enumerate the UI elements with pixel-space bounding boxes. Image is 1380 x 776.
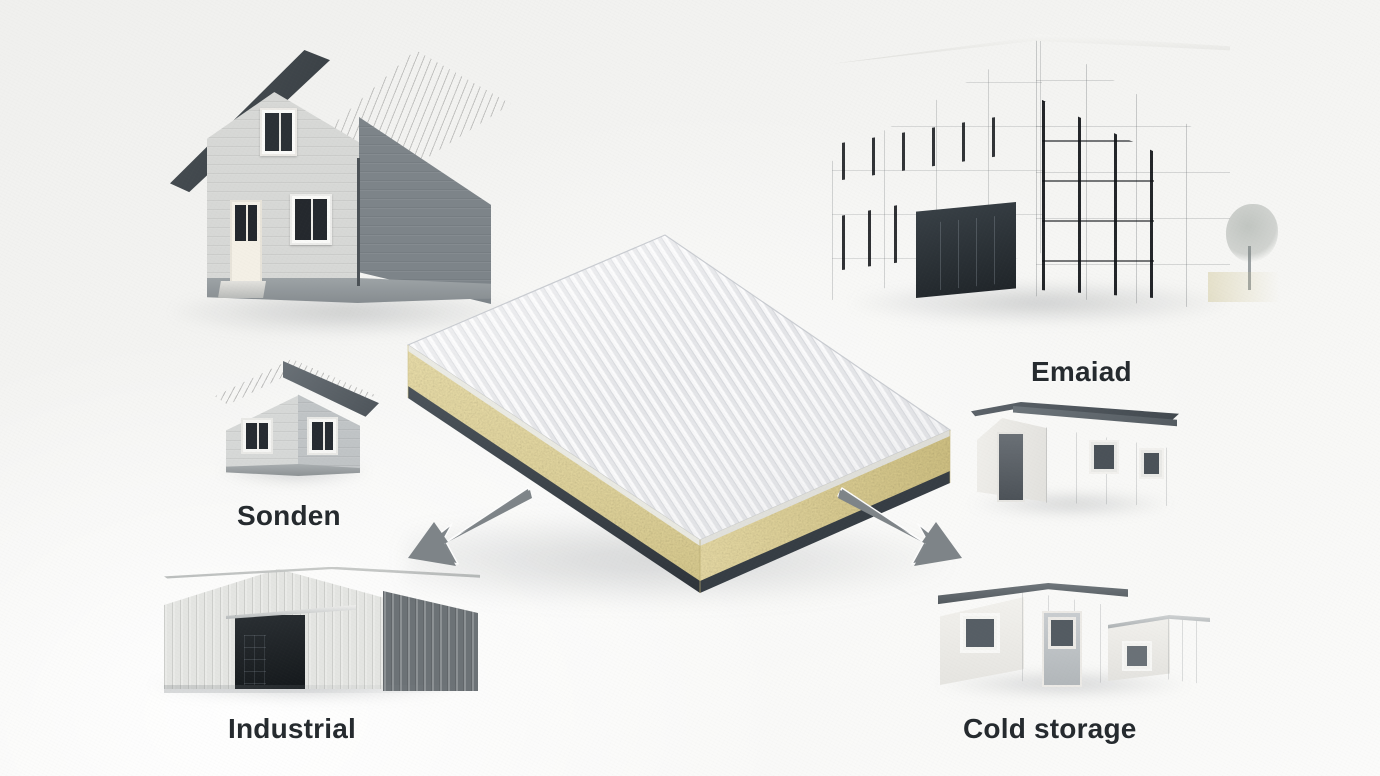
warehouse-ground-line [164, 685, 478, 693]
modular-cabin-window-2 [1139, 448, 1164, 479]
warehouse-door-opening [235, 615, 305, 689]
commercial-entrance [916, 202, 1016, 298]
small-cabin [205, 355, 385, 485]
house-front-door [230, 200, 262, 286]
cold-store-unit-rear [1108, 615, 1210, 687]
cold-store-unit-front [938, 583, 1128, 687]
modular-cabin [955, 400, 1185, 516]
commercial-building [820, 20, 1280, 324]
warehouse [140, 565, 480, 701]
small-cabin-window-left [241, 418, 273, 454]
arrow-right [837, 487, 962, 566]
label-emaiad: Emaiad [1031, 356, 1132, 387]
modular-cabin-window-1 [1089, 440, 1119, 474]
modular-cabin-door [997, 432, 1025, 502]
label-cold-storage: Cold storage [963, 713, 1137, 744]
small-cabin-window-right [307, 417, 338, 455]
label-industrial: Industrial [228, 713, 357, 744]
cold-store-door [1042, 611, 1082, 687]
house-front-window [290, 194, 332, 245]
commercial-ground-strip [1208, 272, 1280, 302]
house-downpipe [357, 158, 360, 286]
sandwich-panel [395, 215, 965, 605]
warehouse-door-interior-frame [244, 635, 266, 685]
panel-svg [406, 234, 952, 593]
commercial-shadow [850, 282, 1230, 324]
warehouse-side-wall [383, 591, 478, 691]
cold-store-window [960, 613, 1000, 653]
residential-house [150, 40, 550, 340]
small-cabin-base [226, 464, 360, 476]
cold-store-units [930, 575, 1210, 697]
house-entry-steps [218, 281, 266, 298]
arrow-left [408, 487, 533, 566]
commercial-entrance-doors [940, 216, 996, 290]
house-attic-window [260, 108, 297, 156]
label-sonden: Sonden [237, 500, 341, 531]
tree [1224, 202, 1280, 294]
